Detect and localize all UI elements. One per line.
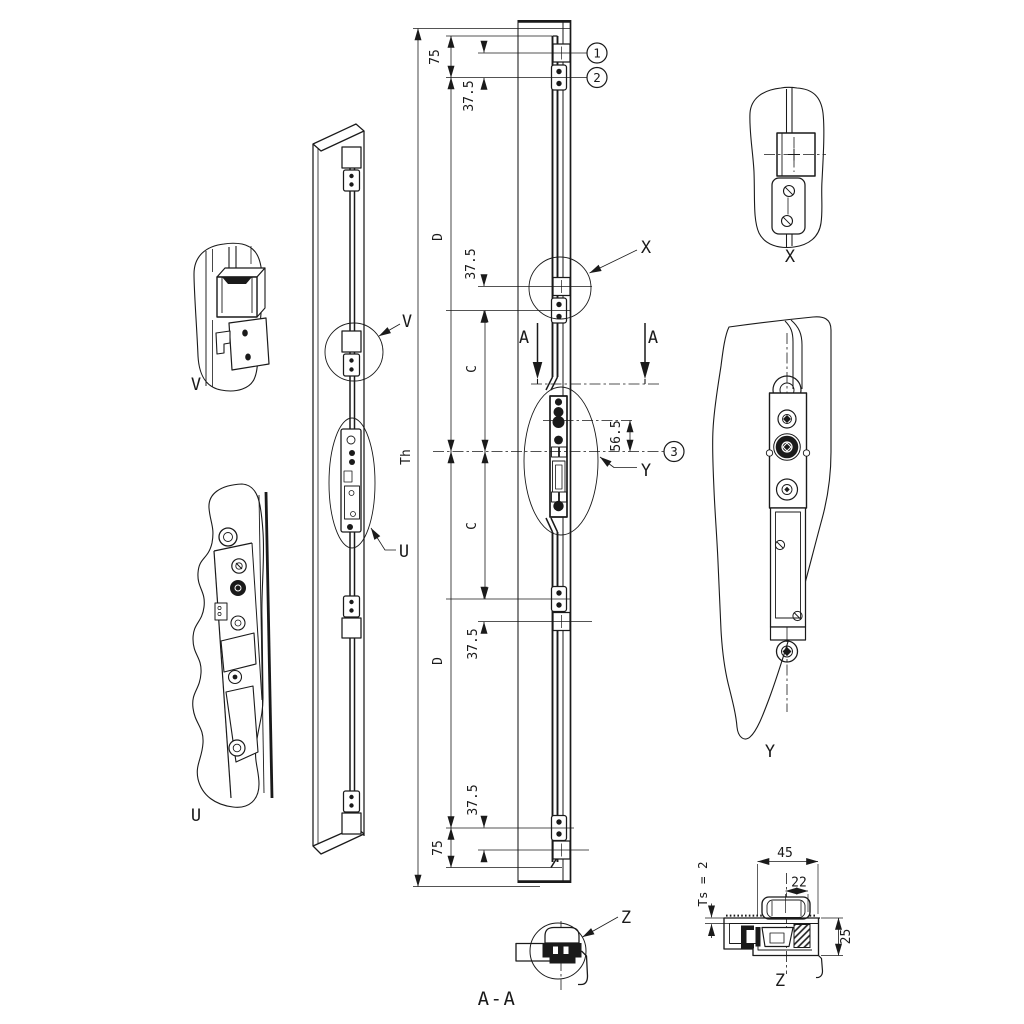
- section-arrow-label-right: A: [648, 328, 658, 348]
- dim-d-top: D: [431, 233, 446, 241]
- dim-56-5: 56.5: [609, 420, 624, 451]
- detail-ellipse-u: [328, 417, 376, 549]
- dim-75-bottom: 75: [431, 840, 446, 856]
- detail-label-v: V: [191, 375, 201, 395]
- leader-label-z: Z: [621, 908, 631, 928]
- balloon-3: 3: [670, 444, 678, 459]
- leader-line-x: [589, 249, 638, 274]
- section-cut-indicator: A A: [519, 323, 661, 385]
- leader-line-u: [370, 527, 396, 551]
- detail-label-y: Y: [765, 742, 775, 762]
- detail-label-z: Z: [775, 971, 785, 991]
- dim-37-5-upper-mid: 37.5: [464, 248, 479, 279]
- section-arrow-label-left: A: [519, 328, 529, 348]
- dim-37-5-bottom: 37.5: [466, 784, 481, 815]
- detail-circle-x: [528, 256, 592, 320]
- dim-overall-height-th: Th: [399, 449, 414, 465]
- dim-c-top: C: [465, 365, 480, 373]
- leader-label-y: Y: [641, 461, 651, 481]
- detail-view-u: U: [191, 483, 274, 826]
- detail-label-x: X: [785, 247, 796, 267]
- central-lock-gear: [549, 395, 568, 518]
- item-balloons: 1 2 3: [586, 42, 685, 463]
- dim-37-5-top: 37.5: [462, 80, 477, 111]
- dim-z-45: 45: [777, 846, 793, 861]
- dim-z-22: 22: [791, 876, 807, 891]
- section-label-aa: A-A: [478, 988, 517, 1010]
- detail-view-y: Y: [712, 316, 832, 762]
- isometric-bar-view: V U: [312, 123, 412, 855]
- leader-line-v: [378, 323, 401, 337]
- dim-z-sheet-thickness: Ts = 2: [695, 861, 710, 906]
- section-view-aa: Z A-A: [478, 908, 632, 1010]
- dim-d-bottom: D: [431, 657, 446, 665]
- detail-view-v: V: [191, 242, 270, 395]
- leader-line-y: [599, 456, 637, 468]
- balloon-1: 1: [593, 45, 601, 60]
- leader-label-v: V: [402, 312, 412, 332]
- balloon-2: 2: [593, 70, 601, 85]
- dim-z-25: 25: [839, 929, 854, 945]
- leader-label-u: U: [399, 542, 409, 562]
- dim-75-top: 75: [428, 49, 443, 65]
- balloon-1-circle: [586, 42, 608, 64]
- detail-view-z: 45 22 Ts = 2 25 Z: [695, 846, 854, 991]
- bar-lock-gear: [340, 428, 362, 533]
- dim-37-5-lower-mid: 37.5: [466, 628, 481, 659]
- dim-c-bottom: C: [465, 522, 480, 530]
- detail-circle-z: [529, 922, 587, 980]
- balloon-2-circle: [586, 66, 608, 89]
- dimension-chains: Th 75 37.5 D 37.5 C 56.5 C 37.5 D 37.5 7…: [399, 28, 634, 887]
- detail-circle-v: [324, 322, 384, 382]
- main-elevation-view: A A X Y: [433, 20, 664, 883]
- leader-line-z: [582, 916, 619, 938]
- detail-view-x: X: [749, 86, 826, 267]
- leader-label-x: X: [641, 238, 652, 258]
- detail-label-u: U: [191, 806, 201, 826]
- balloon-3-circle: [663, 440, 685, 463]
- detail-ellipse-y: [523, 386, 599, 536]
